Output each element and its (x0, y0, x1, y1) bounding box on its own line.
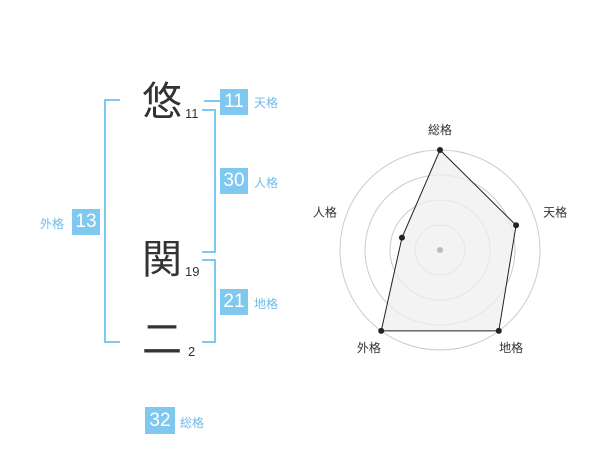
gaikaku-bracket (104, 99, 120, 343)
radar-axis-label-2: 天格 (543, 205, 567, 220)
jinkaku-label: 人格 (254, 176, 279, 190)
radar-axis-label-5: 人格 (313, 205, 337, 220)
tenkaku-connector (204, 100, 220, 102)
chikaku-bracket (202, 259, 216, 343)
radar-center-dot (437, 247, 443, 253)
name-char-1-strokes: 11 (185, 106, 199, 121)
name-char-3: 二 (142, 317, 182, 363)
name-char-2-strokes: 19 (185, 264, 200, 279)
gaikaku-value: 13 (72, 209, 100, 235)
name-char-1: 悠 (142, 79, 182, 125)
name-char-2: 関 (142, 237, 182, 283)
radar-axis-label-3: 地格 (499, 340, 523, 355)
chikaku-label: 地格 (254, 297, 279, 311)
soukaku-value: 32 (145, 407, 175, 434)
jinkaku-bracket (202, 109, 216, 253)
radar-point-1 (437, 147, 443, 153)
radar-axis-label-4: 外格 (357, 340, 381, 355)
radar-point-3 (495, 327, 502, 334)
name-char-3-strokes: 2 (188, 344, 196, 359)
radar-point-5 (398, 234, 405, 241)
soukaku-label: 総格 (180, 416, 205, 430)
radar-polygon (380, 149, 517, 332)
chikaku-value: 21 (220, 289, 248, 315)
radar-point-2 (513, 222, 520, 229)
radar-point-4 (378, 327, 385, 334)
radar-axis-label-1: 総格 (428, 122, 452, 137)
jinkaku-value: 30 (220, 168, 248, 194)
gaikaku-label: 外格 (40, 217, 65, 231)
tenkaku-value: 11 (220, 89, 248, 115)
tenkaku-label: 天格 (254, 96, 279, 110)
